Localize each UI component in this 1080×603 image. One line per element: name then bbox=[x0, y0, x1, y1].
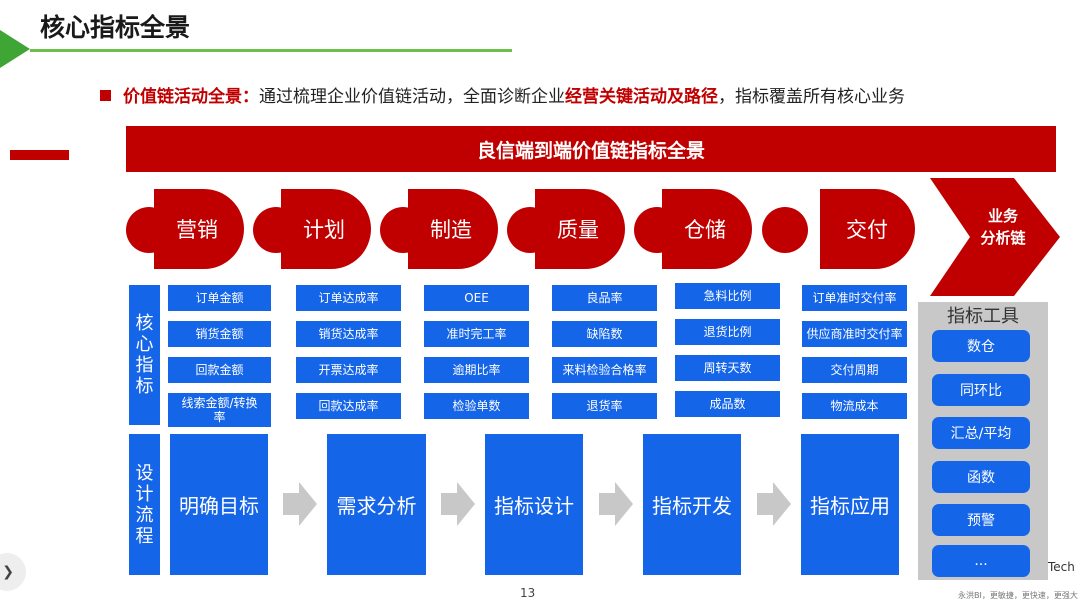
metric-box: 供应商准时交付率 bbox=[802, 321, 907, 347]
metric-box: 急料比例 bbox=[675, 283, 780, 309]
subtitle-lead: 价值链活动全景： bbox=[123, 87, 259, 107]
metric-box: 销货金额 bbox=[168, 321, 271, 347]
stage-manufacturing: 制造 bbox=[408, 189, 498, 269]
flow-step-metric-design: 指标设计 bbox=[485, 434, 583, 575]
core-metrics-label: 核 心 指 标 bbox=[129, 285, 160, 425]
tool-period-comparison: 同环比 bbox=[932, 374, 1030, 406]
design-flow-label: 设 计 流 程 bbox=[129, 434, 160, 575]
right-arrow-icon bbox=[441, 482, 475, 526]
page-number: 13 bbox=[520, 586, 536, 600]
business-chain-chevron bbox=[930, 178, 1060, 296]
core-metrics-char: 指 bbox=[135, 355, 154, 376]
green-triangle-decoration bbox=[0, 30, 30, 68]
stage-quality: 质量 bbox=[535, 189, 625, 269]
core-metrics-char: 心 bbox=[135, 334, 154, 355]
core-metrics-char: 核 bbox=[135, 313, 154, 334]
metric-box: 逾期比率 bbox=[424, 357, 529, 383]
flow-step-requirement-analysis: 需求分析 bbox=[327, 434, 426, 575]
metric-box: 来料检验合格率 bbox=[552, 357, 657, 383]
metric-box: 良品率 bbox=[552, 285, 657, 311]
core-metrics-char: 标 bbox=[135, 376, 154, 397]
stage-delivery: 交付 bbox=[820, 189, 915, 269]
stage-marketing: 营销 bbox=[154, 189, 244, 269]
tool-sum-average: 汇总/平均 bbox=[932, 417, 1030, 449]
design-flow-char: 计 bbox=[135, 483, 154, 505]
title-underline bbox=[30, 49, 512, 52]
design-flow-char: 流 bbox=[135, 504, 154, 526]
tool-data-warehouse: 数仓 bbox=[932, 330, 1030, 362]
metric-box: 订单准时交付率 bbox=[802, 285, 907, 311]
tool-functions: 函数 bbox=[932, 461, 1030, 493]
red-dash-decoration bbox=[10, 150, 69, 160]
business-chain-label-line2: 分析链 bbox=[980, 229, 1026, 247]
flow-step-metric-application: 指标应用 bbox=[801, 434, 899, 575]
metric-box: 订单达成率 bbox=[296, 285, 401, 311]
metric-box: 检验单数 bbox=[424, 393, 529, 419]
stage-warehouse: 仓储 bbox=[662, 189, 752, 269]
chevron-right-icon: ❯ bbox=[2, 564, 14, 580]
brand-text: Tech bbox=[1048, 560, 1075, 574]
subtitle-text-before: 通过梳理企业价值链活动，全面诊断企业 bbox=[259, 87, 565, 107]
metric-box: 成品数 bbox=[675, 391, 780, 417]
metric-tools-title: 指标工具 bbox=[947, 306, 1019, 327]
metric-box: 销货达成率 bbox=[296, 321, 401, 347]
metric-box: 回款金额 bbox=[168, 357, 271, 383]
stage-planning: 计划 bbox=[281, 189, 371, 269]
metric-box: 周转天数 bbox=[675, 355, 780, 381]
metric-text: 线索金额/转换率 bbox=[181, 396, 258, 424]
business-chain-label: 业务 分析链 bbox=[968, 205, 1038, 249]
tool-alert: 预警 bbox=[932, 504, 1030, 536]
metric-box: OEE bbox=[424, 285, 529, 311]
stage-circle bbox=[762, 207, 808, 253]
right-arrow-icon bbox=[283, 482, 317, 526]
design-flow-char: 程 bbox=[135, 525, 154, 547]
next-slide-button[interactable]: ❯ bbox=[0, 553, 26, 591]
footer-note: 永洪BI，更敏捷，更快速，更强大 bbox=[958, 591, 1078, 600]
metric-box: 线索金额/转换率 bbox=[168, 393, 271, 427]
value-chain-banner: 良信端到端价值链指标全景 bbox=[126, 126, 1056, 172]
subtitle: 价值链活动全景：通过梳理企业价值链活动，全面诊断企业经营关键活动及路径，指标覆盖… bbox=[100, 82, 905, 107]
metric-box: 缺陷数 bbox=[552, 321, 657, 347]
metric-box: 准时完工率 bbox=[424, 321, 529, 347]
flow-step-metric-development: 指标开发 bbox=[643, 434, 741, 575]
metric-box: 订单金额 bbox=[168, 285, 271, 311]
page-title: 核心指标全景 bbox=[40, 13, 191, 42]
square-bullet-icon bbox=[100, 90, 111, 101]
flow-step-define-goal: 明确目标 bbox=[170, 434, 268, 575]
tool-more: ... bbox=[932, 545, 1030, 577]
design-flow-char: 设 bbox=[135, 462, 154, 484]
subtitle-text-after: ，指标覆盖所有核心业务 bbox=[718, 87, 905, 107]
metric-box: 物流成本 bbox=[802, 393, 907, 419]
metric-box: 回款达成率 bbox=[296, 393, 401, 419]
metric-box: 退货比例 bbox=[675, 319, 780, 345]
right-arrow-icon bbox=[757, 482, 791, 526]
business-chain-label-line1: 业务 bbox=[987, 207, 1018, 225]
right-arrow-icon bbox=[599, 482, 633, 526]
metric-box: 退货率 bbox=[552, 393, 657, 419]
metric-box: 开票达成率 bbox=[296, 357, 401, 383]
subtitle-highlight: 经营关键活动及路径 bbox=[565, 87, 718, 107]
metric-box: 交付周期 bbox=[802, 357, 907, 383]
